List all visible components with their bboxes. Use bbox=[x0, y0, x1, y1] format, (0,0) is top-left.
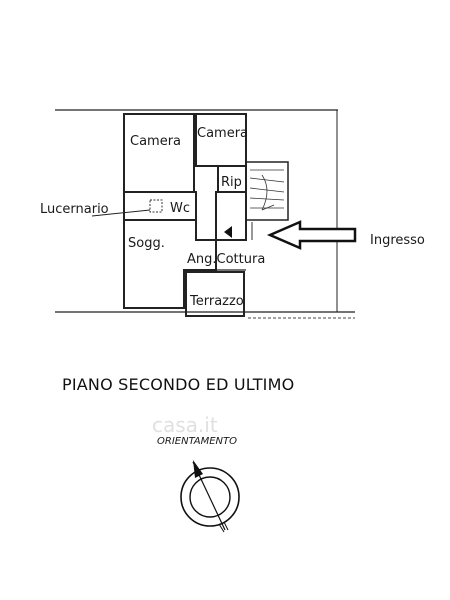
entrance-corridor bbox=[215, 191, 253, 241]
room-label-camera-2: Camera bbox=[197, 126, 248, 141]
room-camera-1: Camera bbox=[123, 113, 195, 193]
staircase bbox=[245, 161, 289, 221]
lucernario-callout: Lucernario bbox=[40, 202, 151, 217]
compass-icon bbox=[180, 460, 240, 533]
room-label-terrazzo: Terrazzo bbox=[189, 294, 244, 309]
lucernario-label: Lucernario bbox=[40, 202, 109, 217]
room-label-rip: Rip bbox=[221, 175, 242, 190]
room-angolo-cottura: Ang.Cottura bbox=[184, 252, 265, 271]
room-camera-2: Camera bbox=[195, 113, 248, 167]
room-label-soggiorno: Sogg. bbox=[128, 236, 165, 251]
orientation-block: ORIENTAMENTO bbox=[157, 436, 240, 533]
room-label-angolo-cottura: Ang.Cottura bbox=[187, 252, 265, 267]
watermark-text: casa.it bbox=[152, 413, 218, 437]
room-wc: Wc bbox=[123, 191, 197, 221]
building-outline bbox=[55, 109, 355, 319]
entrance-arrow-icon bbox=[266, 220, 357, 250]
ingresso-callout: Ingresso bbox=[266, 220, 425, 250]
floor-title: PIANO SECONDO ED ULTIMO bbox=[62, 375, 294, 394]
room-label-wc: Wc bbox=[170, 201, 190, 216]
orientation-label: ORIENTAMENTO bbox=[157, 436, 237, 447]
room-terrazzo: Terrazzo bbox=[185, 271, 245, 317]
ingresso-label: Ingresso bbox=[370, 233, 425, 248]
room-rip: Rip bbox=[217, 165, 247, 193]
room-label-camera-1: Camera bbox=[130, 134, 181, 149]
